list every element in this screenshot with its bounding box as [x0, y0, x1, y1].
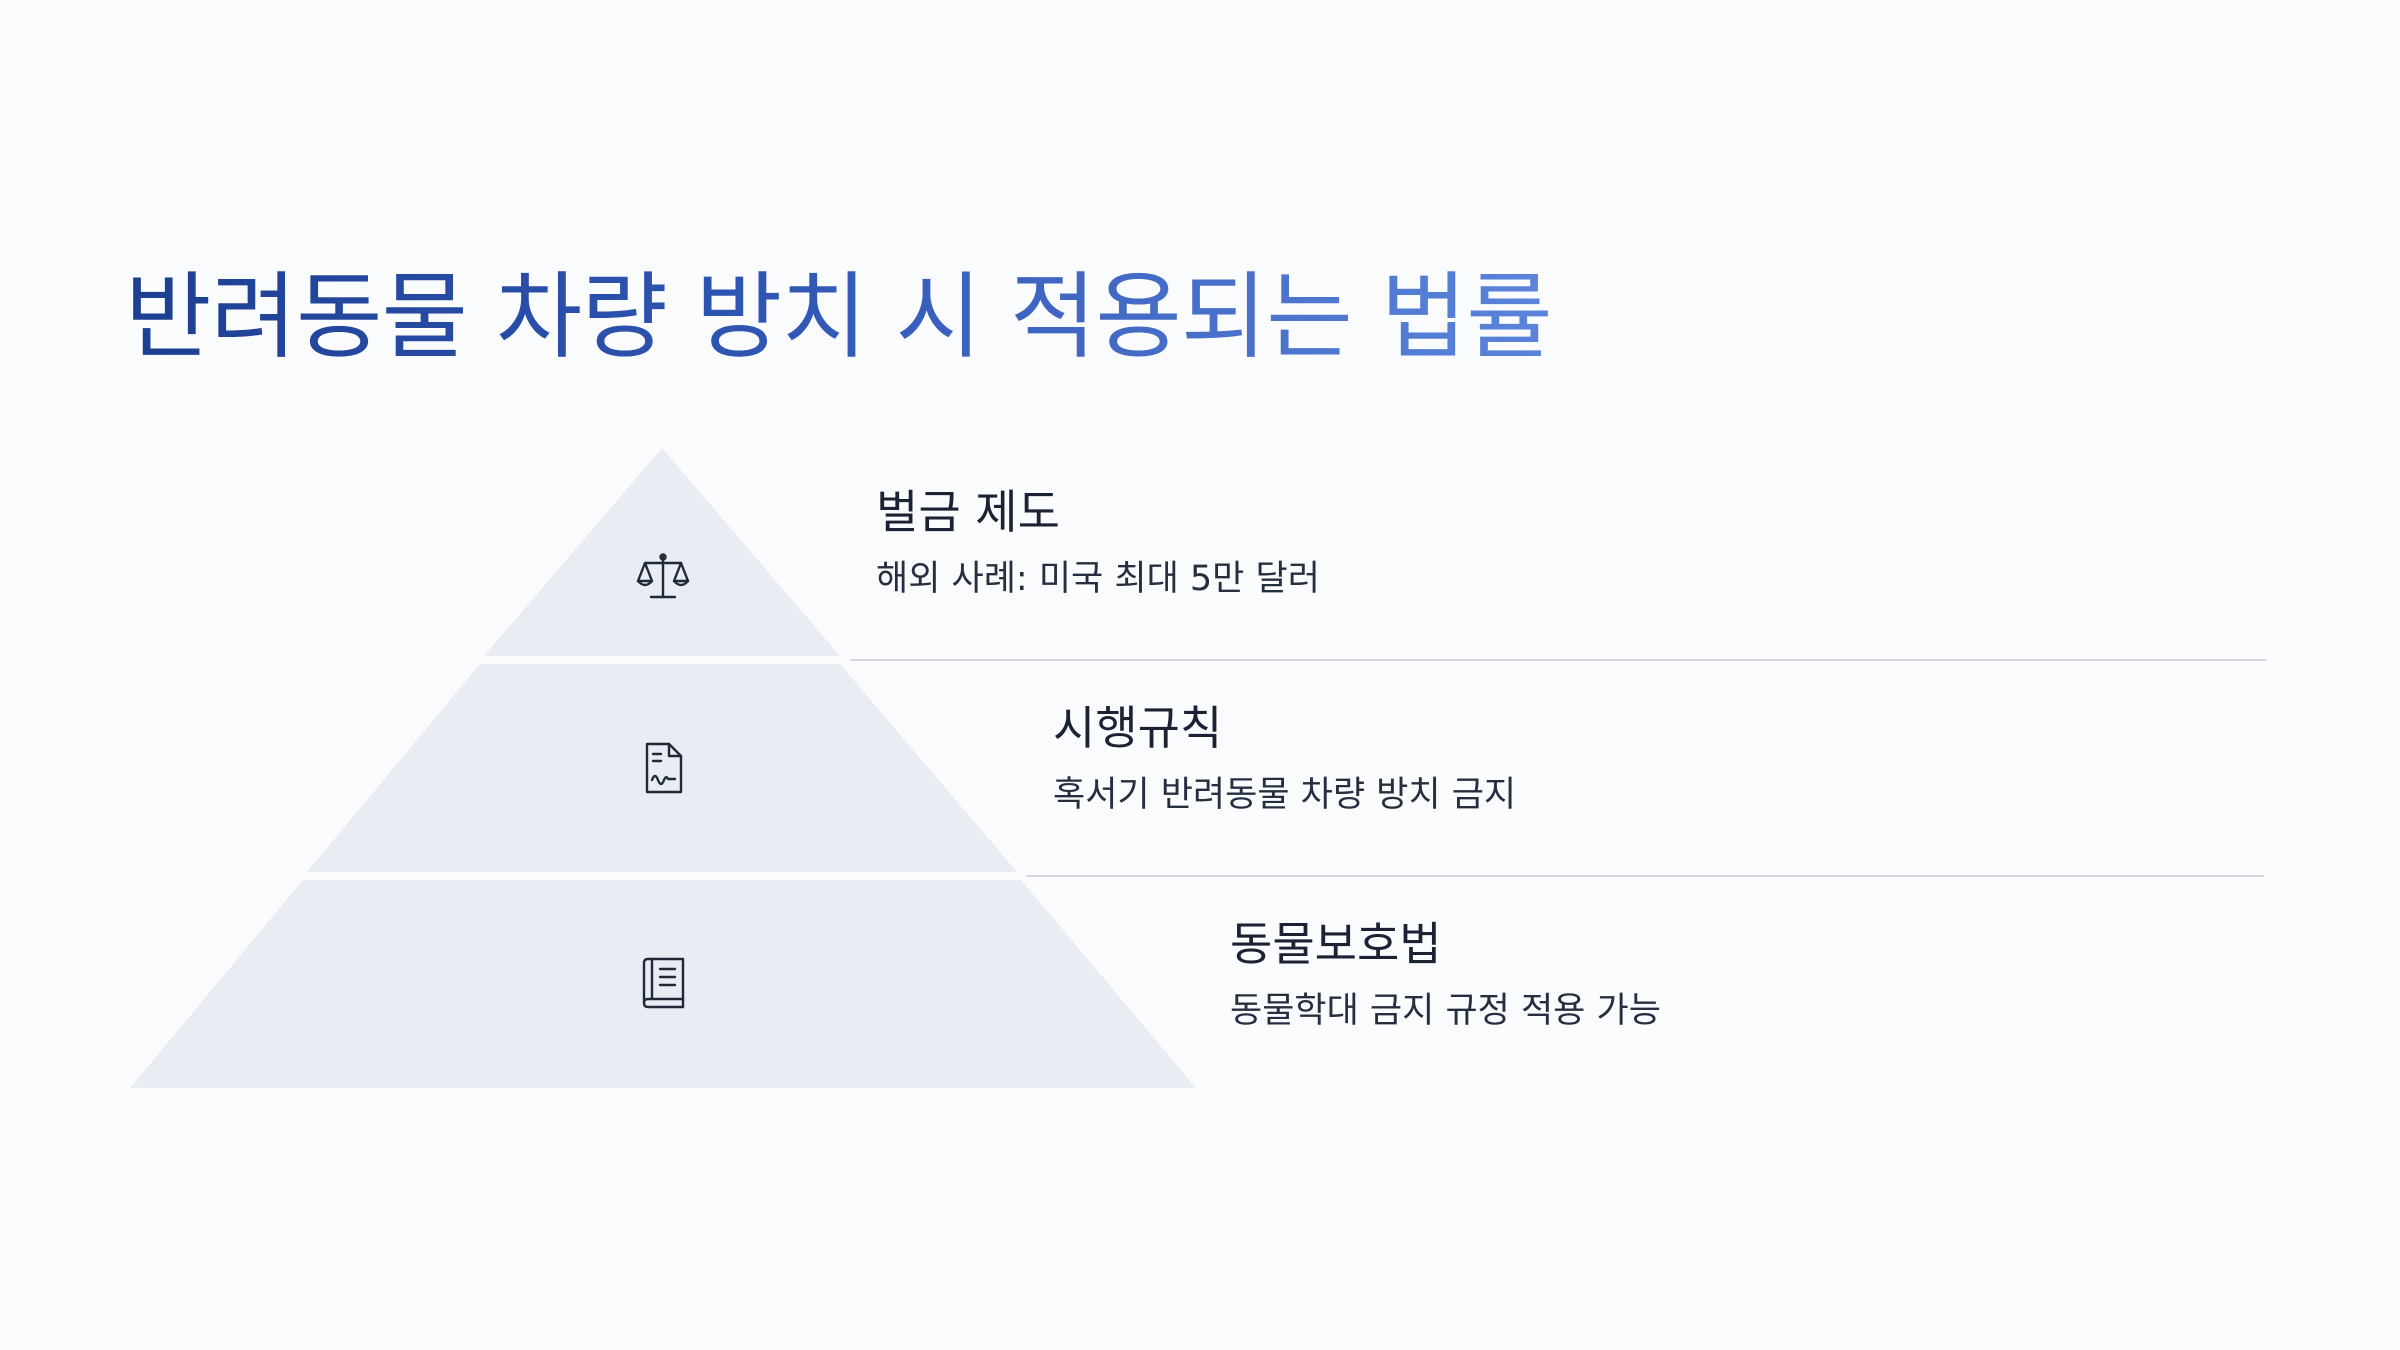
scale-icon [635, 549, 691, 605]
level-2-text: 시행규칙 혹서기 반려동물 차량 방치 금지 [1053, 698, 1516, 818]
level-1-description: 해외 사례: 미국 최대 5만 달러 [876, 559, 1320, 599]
law-book-icon [635, 955, 691, 1011]
document-signature-icon [635, 740, 691, 796]
page-title: 반려동물 차량 방치 시 적용되는 법률 [125, 258, 1553, 378]
level-1-text: 벌금 제도 해외 사례: 미국 최대 5만 달러 [876, 482, 1320, 602]
level-3-title: 동물보호법 [1230, 917, 1442, 971]
level-3-text: 동물보호법 동물학대 금지 규정 적용 가능 [1230, 914, 1661, 1034]
level-2-title: 시행규칙 [1053, 701, 1223, 755]
level-1-title: 벌금 제도 [876, 485, 1060, 539]
level-2-description: 혹서기 반려동물 차량 방치 금지 [1053, 775, 1517, 815]
pyramid-tier-top [484, 448, 840, 656]
level-3-description: 동물학대 금지 규정 적용 가능 [1230, 991, 1661, 1031]
pyramid-tier-middle [307, 664, 1017, 872]
